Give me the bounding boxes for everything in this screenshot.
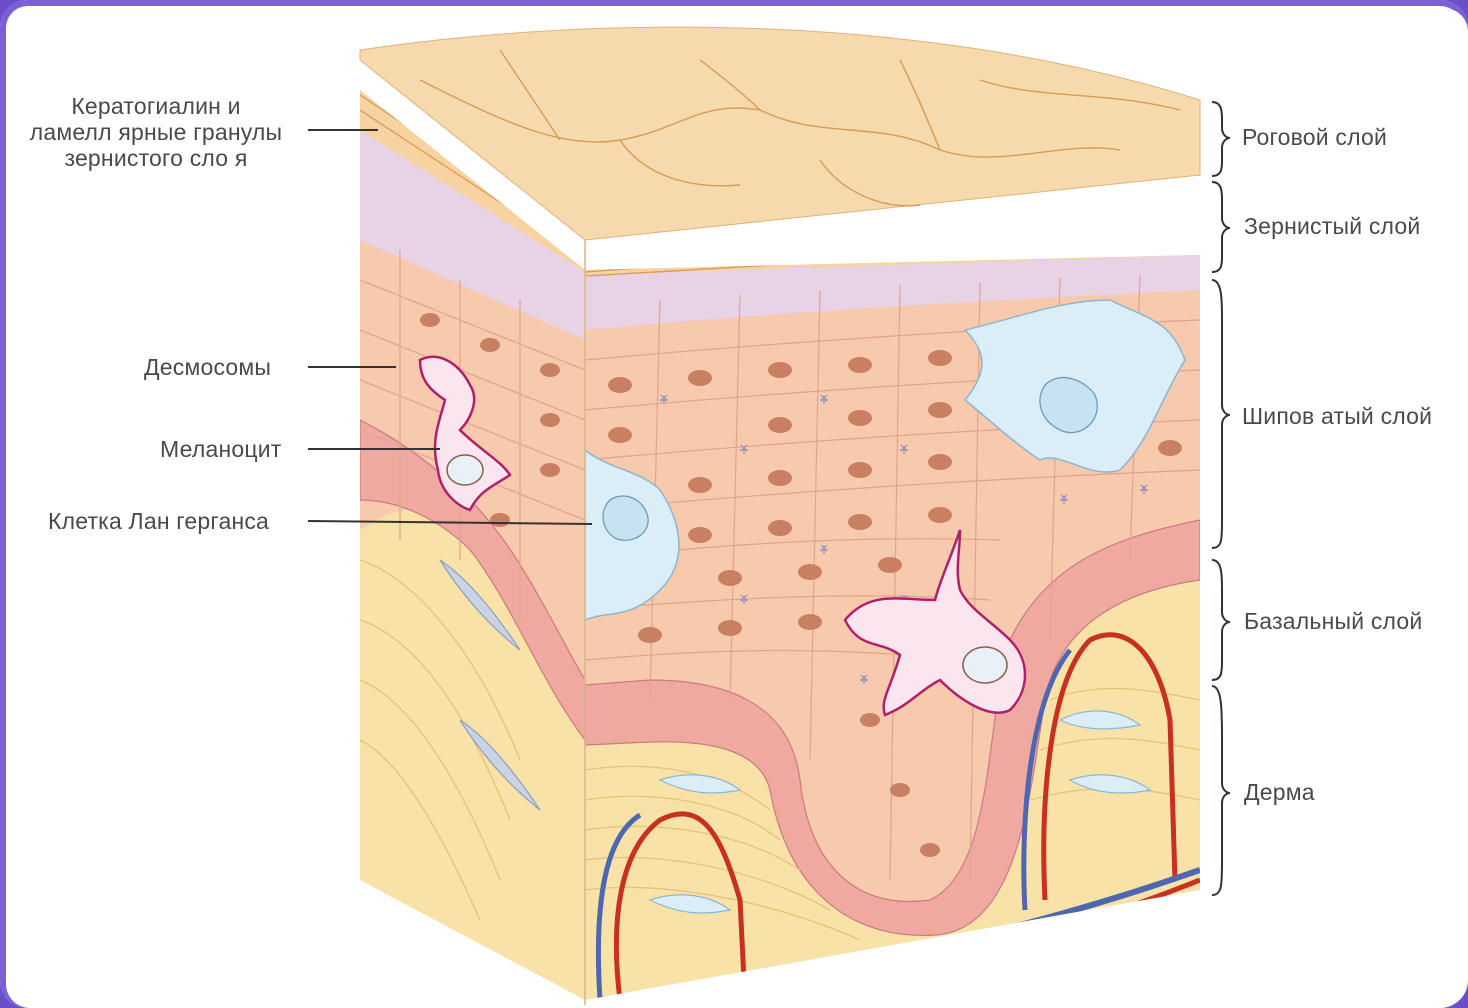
label-keratohyalin-line3: зернистого сло я xyxy=(10,145,302,171)
label-melanocyte: Меланоцит xyxy=(160,436,282,462)
label-keratohyalin: Кератогиалин и ламелл ярные гранулы зерн… xyxy=(10,93,302,171)
label-keratohyalin-line1: Кератогиалин и xyxy=(10,93,302,119)
label-stratum-granulosum: Зернистый слой xyxy=(1244,213,1420,239)
bracket-basale xyxy=(1212,560,1230,680)
front-face xyxy=(585,170,1205,1008)
bracket-corneum xyxy=(1212,102,1230,176)
bracket-granulosum xyxy=(1212,182,1230,272)
label-stratum-basale: Базальный слой xyxy=(1244,608,1422,634)
label-keratohyalin-line2: ламелл ярные гранулы xyxy=(10,119,302,145)
melanocyte-nucleus xyxy=(963,647,1007,683)
label-stratum-corneum: Роговой слой xyxy=(1242,124,1387,150)
melanocyte-side-nucleus xyxy=(447,455,483,485)
bracket-spinosum xyxy=(1212,280,1230,548)
bracket-dermis xyxy=(1212,686,1230,895)
label-stratum-spinosum: Шипов атый слой xyxy=(1242,403,1432,429)
label-langerhans: Клетка Лан герганса xyxy=(48,508,269,534)
label-dermis: Дерма xyxy=(1244,779,1315,805)
layer-brackets xyxy=(1212,102,1230,895)
label-desmosomes: Десмосомы xyxy=(144,354,271,380)
